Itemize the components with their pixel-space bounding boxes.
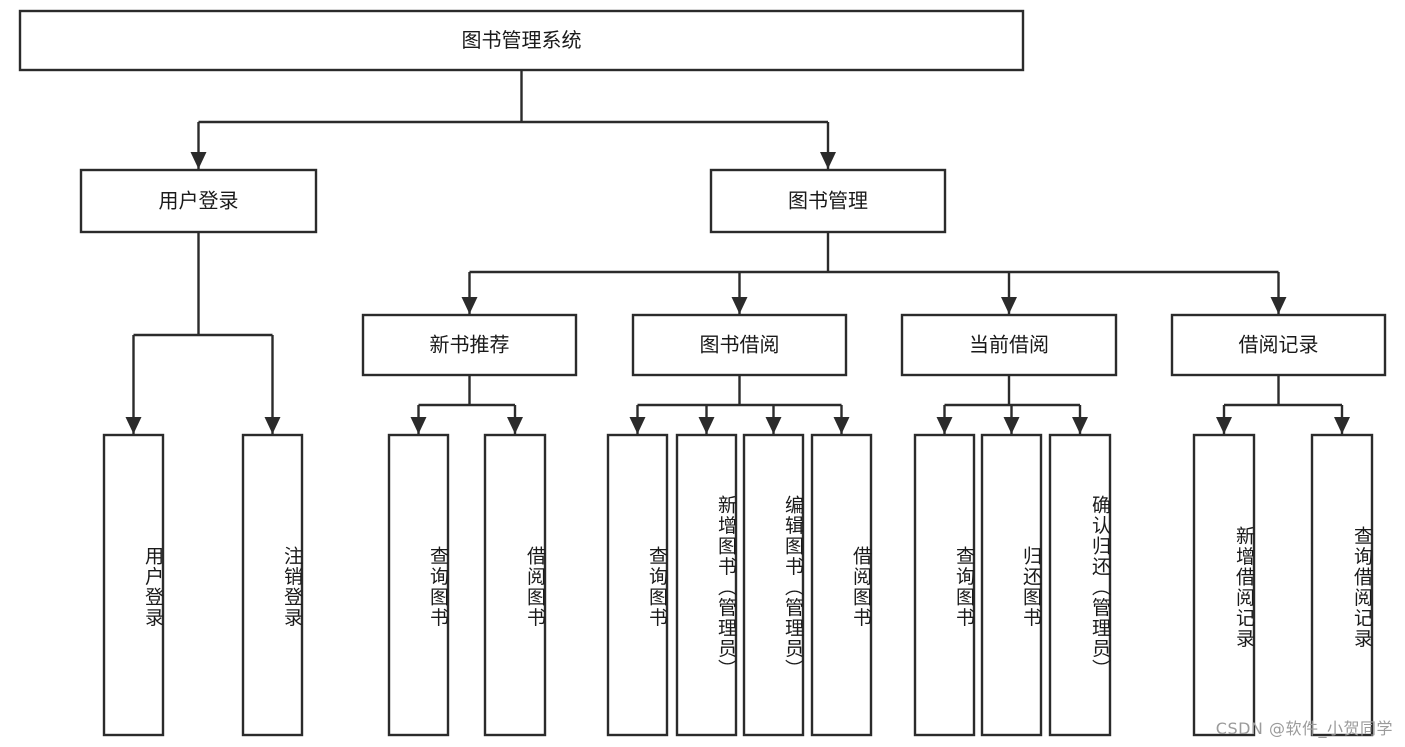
- node-new-book-recommend[interactable]: [361, 313, 578, 377]
- node-leaf-query-book-borrow[interactable]: [606, 433, 669, 737]
- node-user-login[interactable]: [79, 168, 318, 234]
- node-leaf-query-record[interactable]: [1310, 433, 1374, 737]
- connector-lines-layer: [125, 70, 1350, 434]
- node-leaf-user-logout[interactable]: [241, 433, 304, 737]
- csdn-watermark: CSDN @软件_小贺同学: [1215, 719, 1393, 738]
- node-label-book-manage: 图书管理: [788, 189, 868, 213]
- node-boxes-layer: [18, 9, 1387, 737]
- node-leaf-user-login[interactable]: [102, 433, 165, 737]
- node-leaf-edit-book[interactable]: [742, 433, 805, 737]
- node-leaf-borrow-book-rec[interactable]: [483, 433, 547, 737]
- node-leaf-query-book-current[interactable]: [913, 433, 976, 737]
- node-label-root: 图书管理系统: [462, 28, 582, 52]
- node-leaf-borrow-book[interactable]: [810, 433, 873, 737]
- node-label-current-borrow: 当前借阅: [969, 333, 1049, 357]
- node-current-borrow[interactable]: [900, 313, 1118, 377]
- node-root[interactable]: [18, 9, 1025, 72]
- node-leaf-query-book-rec[interactable]: [387, 433, 450, 737]
- node-book-borrow[interactable]: [631, 313, 848, 377]
- node-label-book-borrow: 图书借阅: [700, 333, 780, 357]
- node-leaf-return-book[interactable]: [980, 433, 1043, 737]
- node-label-user-login: 用户登录: [159, 189, 239, 213]
- node-label-borrow-record: 借阅记录: [1239, 333, 1319, 357]
- node-leaf-add-book[interactable]: [675, 433, 738, 737]
- node-leaf-add-record[interactable]: [1192, 433, 1256, 737]
- node-book-manage[interactable]: [709, 168, 947, 234]
- node-borrow-record[interactable]: [1170, 313, 1387, 377]
- node-label-new-book-recommend: 新书推荐: [430, 333, 510, 357]
- node-leaf-confirm-return[interactable]: [1048, 433, 1112, 737]
